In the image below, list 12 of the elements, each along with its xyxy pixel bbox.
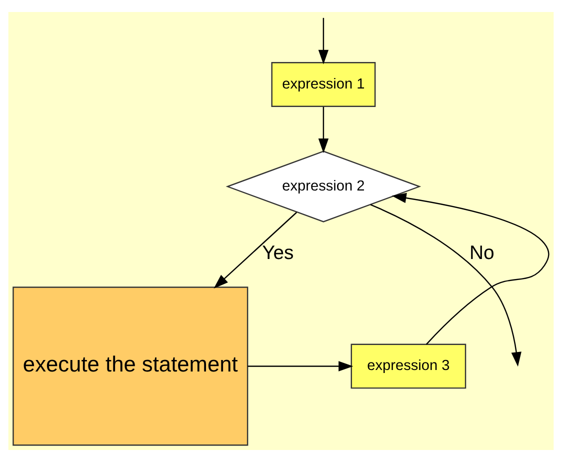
- arrow: [248, 361, 354, 372]
- node-diamond: expression 2: [226, 150, 422, 222]
- edge-label: Yes: [262, 242, 294, 264]
- arrow: [370, 204, 522, 367]
- arrow: [214, 212, 298, 288]
- edge-label: No: [470, 242, 494, 264]
- node-box: execute the statement: [12, 286, 248, 446]
- node-box: expression 1: [271, 62, 376, 107]
- arrow: [318, 106, 329, 154]
- node-box: expression 3: [350, 344, 466, 389]
- arrow: [318, 18, 329, 64]
- arrow: [392, 192, 550, 345]
